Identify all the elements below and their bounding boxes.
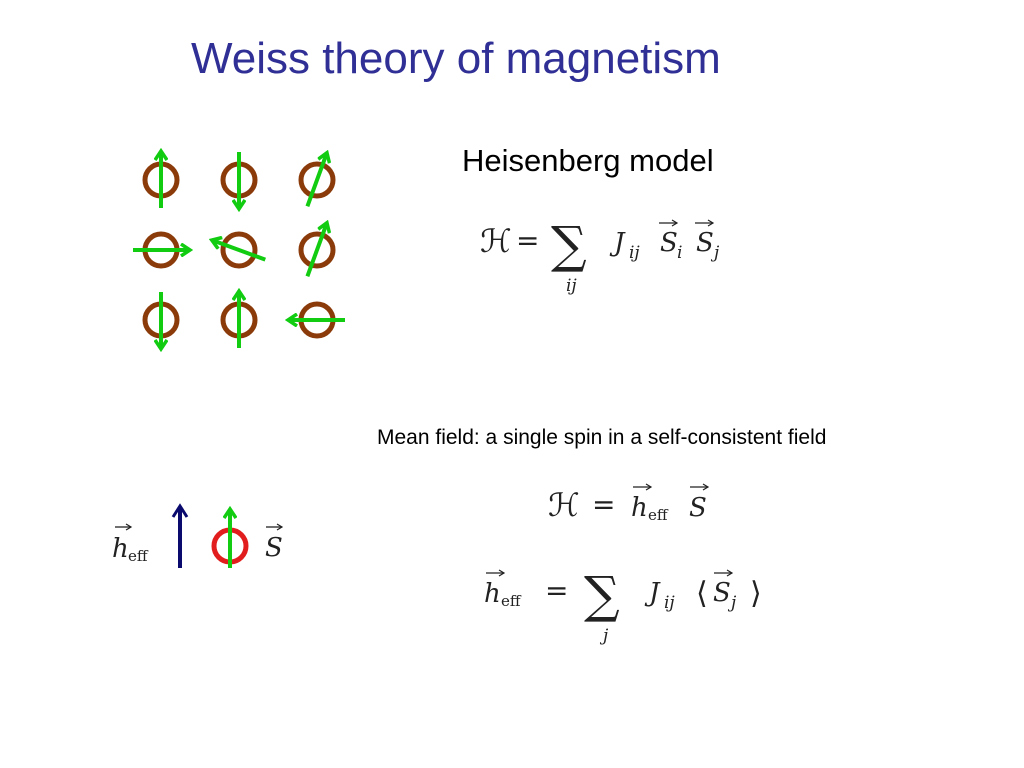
spin-S-j: S (713, 578, 731, 608)
spin-subscript-j: j (727, 593, 737, 613)
h-eff-subscript: eff (501, 592, 522, 610)
spin-subscript-j: j (710, 243, 720, 263)
equals-sign: = (545, 574, 568, 607)
sum-index: j (599, 626, 609, 646)
spin-arrow (305, 224, 326, 277)
sum-symbol: ∑ (584, 566, 620, 624)
h-eff-symbol: h (112, 534, 129, 564)
heisenberg-label: Heisenberg model (462, 143, 714, 178)
spin-arrow (305, 154, 326, 207)
lattice-site-ring (298, 161, 336, 199)
h-eff-symbol: h (631, 493, 648, 523)
left-angle-bracket: ⟨ (696, 576, 708, 611)
sum-index: ij (566, 276, 577, 296)
spin-S-i: S (660, 228, 678, 258)
h-eff-subscript: eff (648, 506, 669, 524)
spin-S-j: S (696, 228, 714, 258)
right-angle-bracket: ⟩ (750, 576, 762, 611)
spin-arrow (213, 240, 266, 262)
h-eff-subscript: eff (128, 547, 149, 565)
equals-sign: = (592, 488, 615, 521)
lattice-site-ring (220, 231, 258, 269)
spin-S-symbol: S (265, 533, 283, 563)
hamiltonian-symbol: ℋ (480, 222, 512, 260)
self-consistent-field-equation: h eff = ∑ j J ij ⟨ S j ⟩ (484, 566, 762, 646)
spin-lattice (133, 152, 345, 348)
mean-field-label: Mean field: a single spin in a self-cons… (377, 426, 827, 449)
coupling-J: J (644, 578, 661, 608)
coupling-subscript: ij (629, 243, 640, 263)
lattice-site-ring (298, 231, 336, 269)
page-title: Weiss theory of magnetism (191, 34, 721, 83)
spin-S-symbol: S (689, 493, 707, 523)
single-spin-figure: h eff S (112, 503, 284, 568)
mean-field-hamiltonian: ℋ = h eff S (548, 483, 710, 524)
coupling-subscript: ij (664, 593, 675, 613)
coupling-J: J (609, 228, 626, 258)
sum-symbol: ∑ (551, 216, 587, 274)
spin-subscript-i: i (677, 243, 682, 263)
heisenberg-equation: ℋ = ∑ ij J ij S i S j (480, 216, 720, 296)
h-eff-symbol: h (484, 579, 501, 609)
equals-sign: = (516, 224, 539, 257)
hamiltonian-symbol: ℋ (548, 486, 580, 524)
